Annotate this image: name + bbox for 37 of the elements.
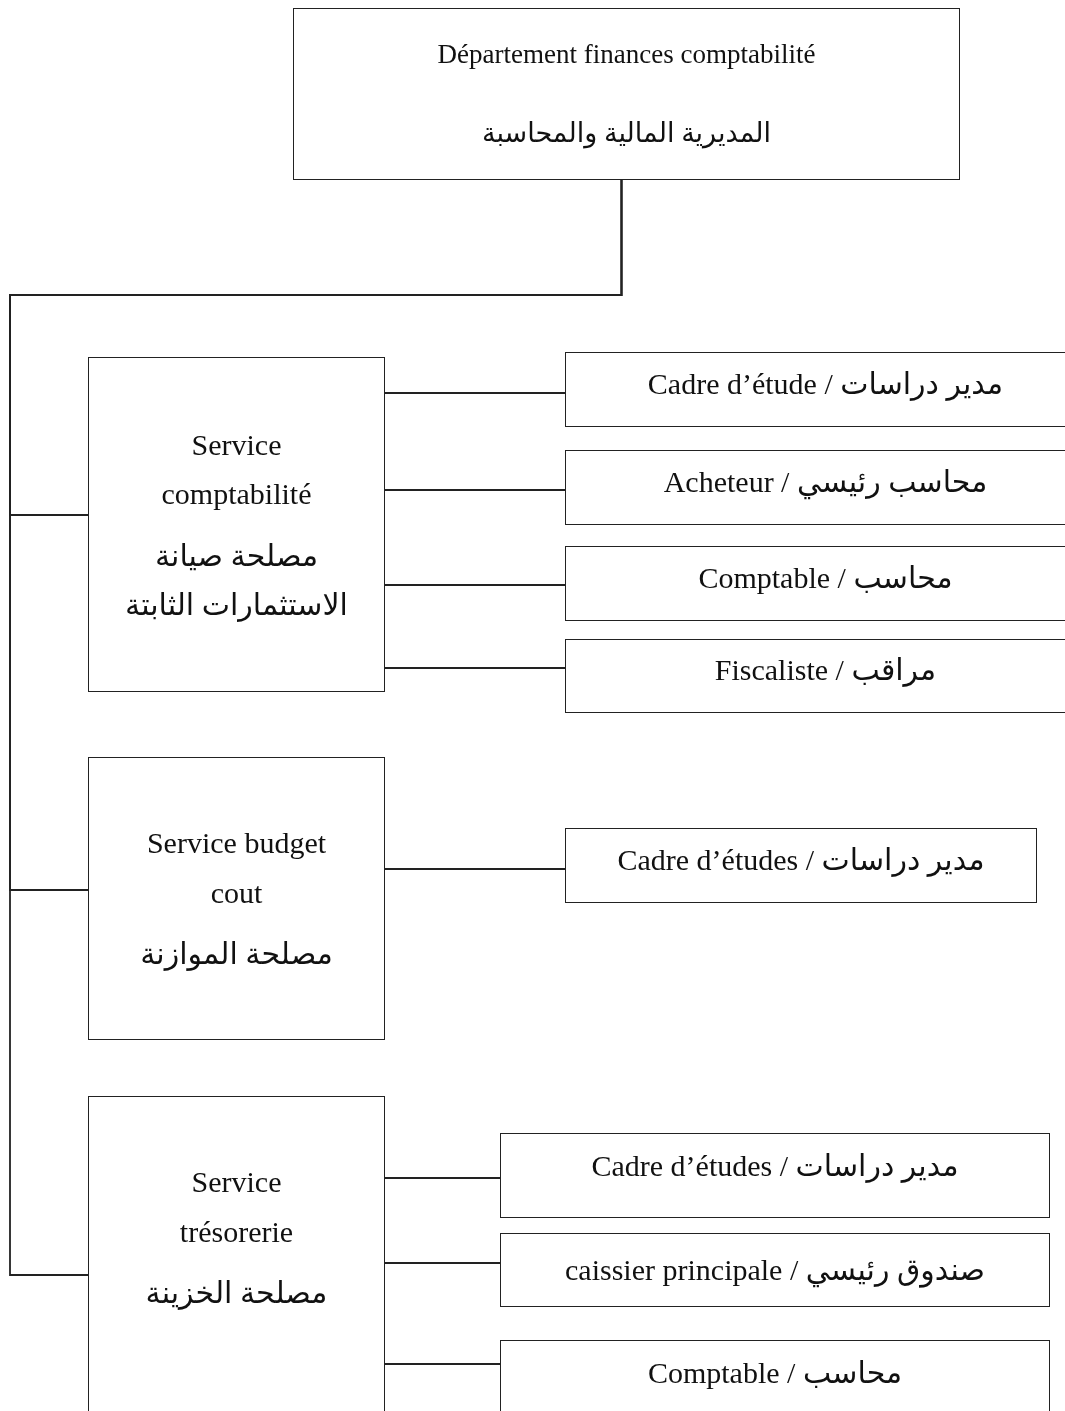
- connector-line: [9, 179, 623, 1276]
- box-title: Service trésorerie: [178, 1164, 295, 1250]
- connector-line: [384, 392, 566, 394]
- connector-line: [384, 489, 566, 491]
- role-box: [565, 828, 1037, 903]
- role-label: Acheteur / محاسب رئيسي: [663, 463, 988, 500]
- role-label: caissier principale / صندوق رئيسي: [565, 1252, 985, 1288]
- department-box: [293, 8, 960, 180]
- service-box: [88, 1096, 385, 1411]
- connector-line: [384, 667, 566, 669]
- role-box: [500, 1340, 1050, 1411]
- role-box: [565, 450, 1065, 525]
- box-subtitle: مصلحة صيانة الاستثمارات الثابتة: [124, 537, 349, 624]
- connector-line: [384, 868, 566, 870]
- box-subtitle: مصلحة الخزينة: [145, 1275, 328, 1312]
- role-label: Cadre d’étude / مدير دراسات: [647, 365, 1004, 402]
- role-label: Comptable / محاسب: [647, 1355, 903, 1391]
- connector-line: [384, 1363, 501, 1365]
- role-box: [565, 639, 1065, 713]
- role-box: [565, 352, 1065, 427]
- role-box: [500, 1133, 1050, 1218]
- box-subtitle: مصلحة الموازنة: [140, 936, 333, 973]
- service-box: [88, 357, 385, 692]
- role-box: [565, 546, 1065, 621]
- box-subtitle: المديرية المالية والمحاسبة: [481, 117, 772, 150]
- role-label: Cadre d’études / مدير دراسات: [617, 841, 985, 878]
- connector-line: [384, 1262, 501, 1264]
- box-title: Département finances comptabilité: [437, 38, 816, 71]
- connector-line: [384, 584, 566, 586]
- box-title: Service comptabilité: [160, 426, 313, 512]
- role-box: [500, 1233, 1050, 1307]
- role-label: Fiscaliste / مراقب: [714, 652, 937, 688]
- role-label: Cadre d’études / مدير دراسات: [591, 1147, 959, 1184]
- connector-line: [384, 1177, 501, 1179]
- service-box: [88, 757, 385, 1040]
- box-title: Service budget cout: [145, 825, 328, 911]
- role-label: Comptable / محاسب: [698, 559, 953, 596]
